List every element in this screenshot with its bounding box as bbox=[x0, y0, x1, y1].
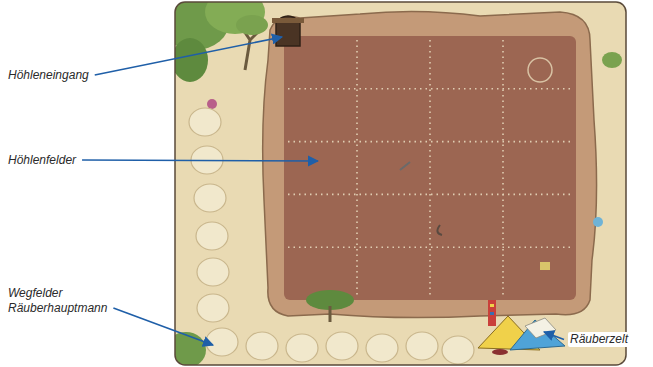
board bbox=[175, 2, 626, 365]
path-stone bbox=[326, 332, 358, 360]
side-gem bbox=[593, 217, 603, 227]
cave-wheel bbox=[528, 58, 552, 82]
grid-line bbox=[288, 88, 572, 90]
sand-ground bbox=[175, 2, 626, 365]
cave-floor bbox=[284, 36, 576, 300]
grid-line bbox=[288, 141, 572, 143]
leader-arrow bbox=[113, 308, 213, 345]
callout-label: Räuberzelt bbox=[568, 332, 630, 347]
callout-label: Wegfelder Räuberhauptmann bbox=[8, 286, 108, 316]
grid-line bbox=[356, 40, 358, 296]
path-stone bbox=[246, 332, 278, 360]
path-stone bbox=[196, 222, 228, 250]
callout-label: Höhleneingang bbox=[8, 68, 89, 83]
callout-label: Höhlenfelder bbox=[8, 153, 76, 168]
cave-tool bbox=[400, 162, 410, 170]
leader-arrow bbox=[82, 160, 318, 161]
path-stones bbox=[189, 108, 474, 364]
path-stone bbox=[406, 332, 438, 360]
leader-arrow bbox=[544, 332, 564, 340]
bush bbox=[175, 38, 208, 82]
path-stone bbox=[194, 184, 226, 212]
tent-rug-stripe bbox=[490, 304, 494, 307]
path-stone bbox=[197, 258, 229, 286]
tent-item bbox=[492, 349, 508, 355]
tree-crown bbox=[236, 15, 268, 35]
grid-line bbox=[429, 40, 431, 296]
path-stone bbox=[189, 108, 221, 136]
path-stone bbox=[286, 334, 318, 362]
grid-line bbox=[502, 40, 504, 296]
path-stone bbox=[206, 328, 238, 356]
cave-hook bbox=[437, 225, 442, 235]
path-stone bbox=[366, 334, 398, 362]
tent-rug-stripe bbox=[490, 312, 494, 315]
flower bbox=[207, 99, 217, 109]
tree-trunk bbox=[329, 306, 332, 322]
board-border bbox=[175, 2, 626, 365]
cave-treasure bbox=[540, 262, 550, 270]
bush bbox=[602, 52, 622, 68]
bush bbox=[175, 332, 206, 365]
cave-grid bbox=[288, 40, 572, 296]
rock-frame bbox=[263, 11, 597, 317]
path-stone bbox=[442, 336, 474, 364]
entrance-beam bbox=[272, 18, 304, 23]
tent-cloth bbox=[525, 318, 556, 338]
grid-line bbox=[288, 246, 572, 248]
leader-arrow bbox=[95, 37, 282, 75]
path-stone bbox=[191, 146, 223, 174]
tent-rug bbox=[488, 300, 496, 326]
path-stone bbox=[197, 294, 229, 322]
grid-line bbox=[288, 194, 572, 196]
